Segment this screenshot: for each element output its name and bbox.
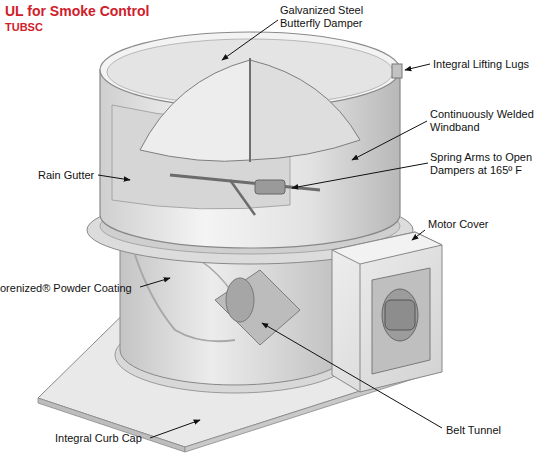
model-code: TUBSC: [5, 21, 43, 34]
part-label: Continuously Welded Windband: [430, 108, 542, 134]
part-label: Integral Curb Cap: [55, 432, 142, 445]
part-label: orenized® Powder Coating: [0, 282, 132, 295]
part-label: Motor Cover: [428, 218, 489, 231]
diagram-title: UL for Smoke Control: [5, 3, 149, 19]
part-label: Belt Tunnel: [446, 424, 501, 437]
part-label: Integral Lifting Lugs: [433, 58, 529, 71]
part-label: Galvanized Steel Butterfly Damper: [280, 4, 392, 30]
part-label: Spring Arms to Open Dampers at 165º F: [430, 151, 542, 177]
part-label: Rain Gutter: [38, 169, 94, 182]
